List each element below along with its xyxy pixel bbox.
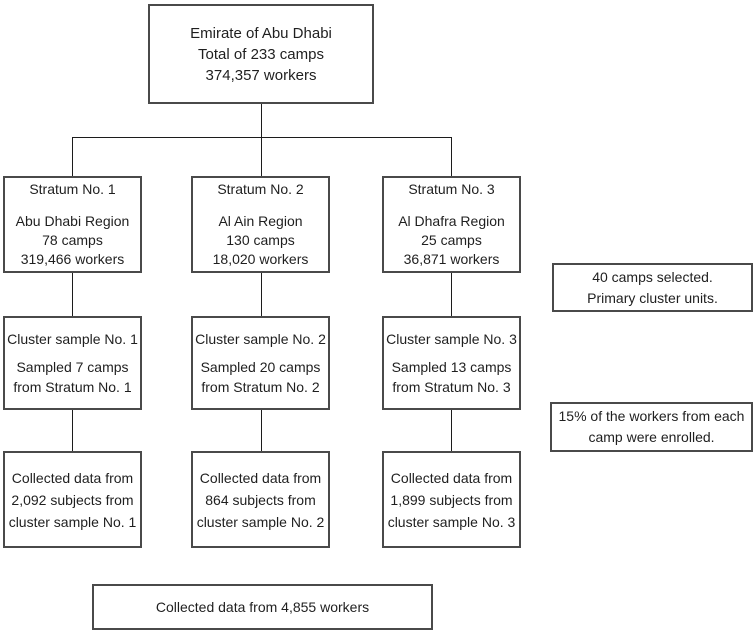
connector-stratum-1-to-cluster-1 [72,273,73,316]
connector-stratum-3-to-cluster-3 [451,273,452,316]
cluster-sample-3-title: Cluster sample No. 3 [386,331,517,347]
note-enrollment-rate-line: camp were enrolled. [588,429,715,445]
root-box-emirate-total: Emirate of Abu Dhabi Total of 233 camps … [148,4,374,104]
root-box-line: Emirate of Abu Dhabi [190,24,332,42]
stratum-1-region: Abu Dhabi Region [15,213,130,229]
connector-cluster-2-to-collected-2 [261,410,262,451]
collected-data-2-box: Collected data from 864 subjects from cl… [191,451,330,548]
stratum-2-region: Al Ain Region [218,213,303,229]
collected-data-1-line: cluster sample No. 1 [8,513,137,530]
stratum-3-camps: 25 camps [421,232,482,248]
cluster-sample-1-title: Cluster sample No. 1 [7,331,138,347]
stratum-1-camps: 78 camps [42,232,103,248]
total-collected-text: Collected data from 4,855 workers [155,598,370,615]
stratum-2-workers: 18,020 workers [212,251,309,267]
cluster-sample-1-line: from Stratum No. 1 [13,379,132,395]
cluster-sample-2-line: Sampled 20 camps [200,359,321,375]
cluster-sample-3-box: Cluster sample No. 3 Sampled 13 camps fr… [382,316,521,410]
cluster-sample-2-title: Cluster sample No. 2 [195,331,326,347]
total-collected-box: Collected data from 4,855 workers [92,584,433,630]
collected-data-3-line: Collected data from [390,469,513,486]
stratum-3-title: Stratum No. 3 [408,181,495,197]
cluster-sample-2-line: from Stratum No. 2 [201,379,320,395]
connector-cluster-3-to-collected-3 [451,410,452,451]
cluster-sample-3-line: from Stratum No. 3 [392,379,511,395]
collected-data-3-line: 1,899 subjects from [390,491,513,508]
collected-data-2-line: cluster sample No. 2 [196,513,325,530]
collected-data-3-box: Collected data from 1,899 subjects from … [382,451,521,548]
note-enrollment-rate-box: 15% of the workers from each camp were e… [550,402,753,452]
root-box-line: 374,357 workers [205,66,317,84]
note-camps-selected-box: 40 camps selected. Primary cluster units… [552,263,753,312]
collected-data-2-line: Collected data from [199,469,322,486]
stratum-1-title: Stratum No. 1 [29,181,116,197]
connector-rail-to-stratum-1 [72,137,73,176]
stratum-2-camps: 130 camps [226,232,295,248]
stratum-3-region: Al Dhafra Region [398,213,505,229]
collected-data-2-line: 864 subjects from [205,491,316,508]
stratum-3-box: Stratum No. 3 Al Dhafra Region 25 camps … [382,176,521,273]
collected-data-1-line: 2,092 subjects from [11,491,134,508]
stratum-1-box: Stratum No. 1 Abu Dhabi Region 78 camps … [3,176,142,273]
note-camps-selected-line: Primary cluster units. [587,289,718,306]
stratum-1-workers: 319,466 workers [20,251,125,267]
connector-root-to-rail [261,104,262,176]
connector-stratum-2-to-cluster-2 [261,273,262,316]
connector-rail-to-stratum-3 [451,137,452,176]
connector-cluster-1-to-collected-1 [72,410,73,451]
cluster-sample-1-box: Cluster sample No. 1 Sampled 7 camps fro… [3,316,142,410]
stratum-2-title: Stratum No. 2 [217,181,304,197]
note-camps-selected-line: 40 camps selected. [592,268,713,285]
note-enrollment-rate-line: 15% of the workers from each [558,408,745,424]
cluster-sample-3-line: Sampled 13 camps [391,359,512,375]
stratum-3-workers: 36,871 workers [403,251,500,267]
stratum-2-box: Stratum No. 2 Al Ain Region 130 camps 18… [191,176,330,273]
collected-data-1-box: Collected data from 2,092 subjects from … [3,451,142,548]
collected-data-1-line: Collected data from [11,469,134,486]
connector-horizontal-rail [72,137,452,138]
collected-data-3-line: cluster sample No. 3 [387,513,516,530]
cluster-sample-2-box: Cluster sample No. 2 Sampled 20 camps fr… [191,316,330,410]
cluster-sample-1-line: Sampled 7 camps [16,359,129,375]
root-box-line: Total of 233 camps [198,45,324,63]
